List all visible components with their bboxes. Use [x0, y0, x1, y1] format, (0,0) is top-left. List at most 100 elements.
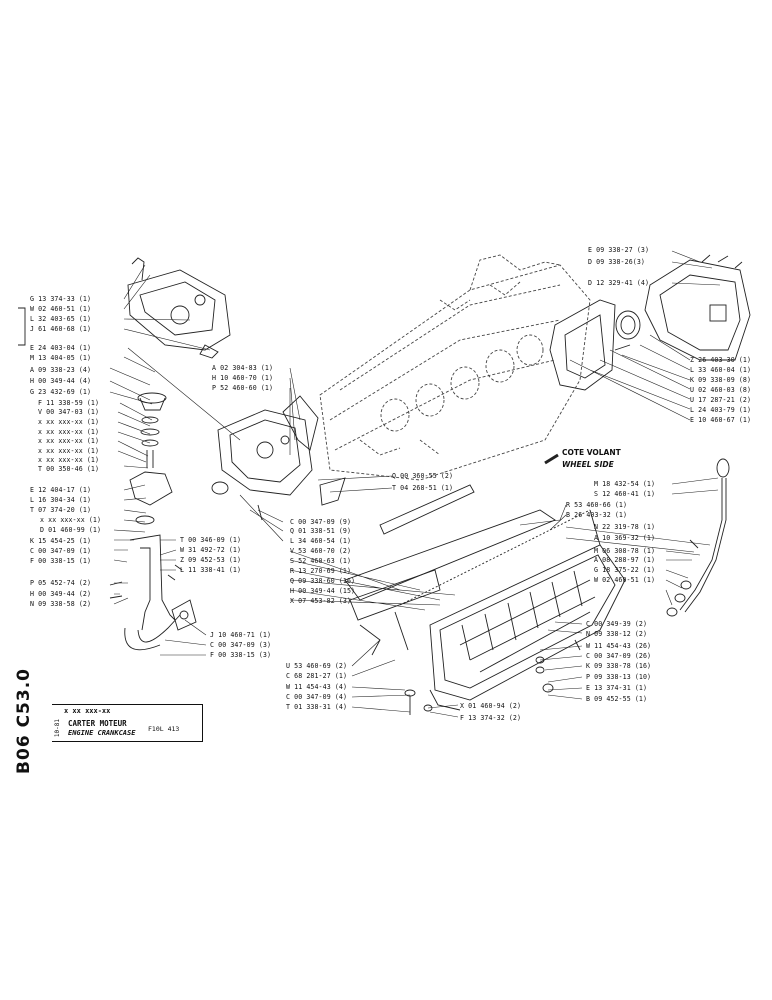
part-label: W 02 460-51 (1) — [594, 576, 656, 584]
part-label: B 26 403-32 (1) — [566, 511, 628, 519]
part-label: N 09 338-58 (2) — [30, 600, 92, 608]
part-label: Z 09 452-53 (1) — [180, 556, 242, 564]
thermostat-housing — [129, 392, 173, 525]
part-label: M 13 404-05 (1) — [30, 354, 92, 362]
part-label: K 15 454-25 (1) — [30, 537, 92, 545]
part-label: X 01 460-94 (2) — [460, 702, 522, 710]
title-en: ENGINE CRANKCASE — [68, 729, 136, 737]
part-label: F 11 338-59 (1) — [38, 399, 100, 407]
part-label: W 31 492-72 (1) — [180, 546, 242, 554]
water-pipe — [109, 534, 197, 651]
engine-block-outline — [319, 254, 591, 481]
part-label: L 16 304-34 (1) — [30, 496, 92, 504]
part-label: E 12 404-17 (1) — [30, 486, 92, 494]
part-label: L 24 403-79 (1) — [690, 406, 752, 414]
title-sub: 10-81 — [54, 719, 61, 738]
timing-case-upper — [127, 257, 231, 359]
page-code: B06 C53.0 — [14, 668, 34, 774]
part-label: C 00 349-39 (2) — [586, 620, 648, 628]
part-label: F 13 374-32 (2) — [460, 714, 522, 722]
part-label: X 07 453-82 (3) — [290, 597, 352, 605]
part-label: C 00 347-09 (3) — [210, 641, 272, 649]
part-label: D 01 460-99 (1) — [40, 526, 102, 534]
part-label: A 10 369-32 (1) — [594, 534, 656, 542]
part-label: T 00 346-09 (1) — [180, 536, 242, 544]
oil-pan-gasket — [344, 484, 556, 656]
part-label: E 10 460-67 (1) — [690, 416, 752, 424]
part-label: F 00 338-15 (1) — [30, 557, 92, 565]
part-label: G 18 375-22 (1) — [594, 566, 656, 574]
leader-lines — [109, 250, 721, 718]
crankshaft-seal-cover — [549, 299, 641, 391]
part-label: B 09 452-55 (1) — [586, 695, 648, 703]
part-label: x xx xxx-xx (1) — [40, 516, 102, 524]
part-label: S 52 460-63 (1) — [290, 557, 352, 565]
part-label: C 68 281-27 (1) — [286, 672, 348, 680]
part-label: R 13 270-69 (1) — [290, 567, 352, 575]
part-label: J 61 460-68 (1) — [30, 325, 92, 333]
part-label: Z 26 403-30 (1) — [690, 356, 752, 364]
part-label: K 09 338-78 (16) — [586, 662, 652, 670]
part-label: T 01 338-31 (4) — [286, 703, 348, 711]
part-label: L 11 338-41 (1) — [180, 566, 242, 574]
part-label: H 00 349-44 (4) — [30, 377, 92, 385]
part-label: x xx xxx-xx (1) — [38, 428, 100, 436]
part-label: D 09 338-26(3) — [588, 258, 645, 266]
part-label: W 02 460-51 (1) — [30, 305, 92, 313]
part-label: W 11 454-43 (26) — [586, 642, 652, 650]
timing-cover-center — [211, 395, 346, 521]
part-label: x xx xxx-xx (1) — [38, 418, 100, 426]
part-label: U 02 460-03 (8) — [690, 386, 752, 394]
title-model: F10L 413 — [148, 725, 180, 733]
part-label: x xx xxx-xx (1) — [38, 447, 100, 455]
part-label: S 12 460-41 (1) — [594, 490, 656, 498]
part-label: T 04 268-51 (1) — [392, 484, 454, 492]
part-label: E 09 338-27 (3) — [588, 246, 650, 254]
part-label: N 22 319-78 (1) — [594, 523, 656, 531]
part-label: K 09 338-09 (8) — [690, 376, 752, 384]
part-label: E 24 403-04 (1) — [30, 344, 92, 352]
part-label: E 13 374-31 (1) — [586, 684, 648, 692]
part-label: H 00 349-44 (2) — [30, 590, 92, 598]
part-label: J 10 460-71 (1) — [210, 631, 272, 639]
part-label: U 53 460-69 (2) — [286, 662, 348, 670]
dipstick-tube — [666, 458, 730, 617]
part-label: U 17 287-21 (2) — [690, 396, 752, 404]
part-label: P 05 452-74 (2) — [30, 579, 92, 587]
title-block: x xx xxx-xx 10-81 CARTER MOTEUR ENGINE C… — [52, 704, 203, 742]
part-label: M 06 308-78 (1) — [594, 547, 656, 555]
part-label: F 00 338-15 (3) — [210, 651, 272, 659]
oil-pan — [394, 509, 626, 711]
side-label-en: WHEEL SIDE — [562, 460, 614, 469]
part-label: G 13 374-33 (1) — [30, 295, 92, 303]
title-code: x xx xxx-xx — [64, 707, 111, 715]
part-label: x xx xxx-xx (1) — [38, 437, 100, 445]
part-label: R 53 460-66 (1) — [566, 501, 628, 509]
part-label: L 33 460-04 (1) — [690, 366, 752, 374]
part-label: V 00 347-03 (1) — [38, 408, 100, 416]
flywheel-housing — [644, 254, 751, 361]
part-label: C 00 347-09 (4) — [286, 693, 348, 701]
part-label: W 11 454-43 (4) — [286, 683, 348, 691]
part-label: Q 00 360-55 (2) — [392, 472, 454, 480]
part-label: H 10 460-70 (1) — [212, 374, 274, 382]
part-label: M 18 432-54 (1) — [594, 480, 656, 488]
bracket-left — [18, 307, 26, 346]
part-label: Q 01 338-51 (9) — [290, 527, 352, 535]
part-label: T 07 374-20 (1) — [30, 506, 92, 514]
part-label: L 34 460-54 (1) — [290, 537, 352, 545]
part-label: V 53 460-70 (2) — [290, 547, 352, 555]
side-label-fr: COTE VOLANT — [562, 448, 621, 457]
part-label: T 00 350-46 (1) — [38, 465, 100, 473]
part-label: N 09 338-12 (2) — [586, 630, 648, 638]
part-label: L 32 403-65 (1) — [30, 315, 92, 323]
part-label: C 00 347-09 (26) — [586, 652, 652, 660]
part-label: Q 09 338-60 (16) — [290, 577, 356, 585]
part-label: D 12 329-41 (4) — [588, 279, 650, 287]
part-label: P 52 460-60 (1) — [212, 384, 274, 392]
part-label: C 00 347-09 (1) — [30, 547, 92, 555]
part-label: x xx xxx-xx (1) — [38, 456, 100, 464]
part-label: A 08 288-97 (1) — [594, 556, 656, 564]
bottom-fasteners — [404, 639, 581, 715]
